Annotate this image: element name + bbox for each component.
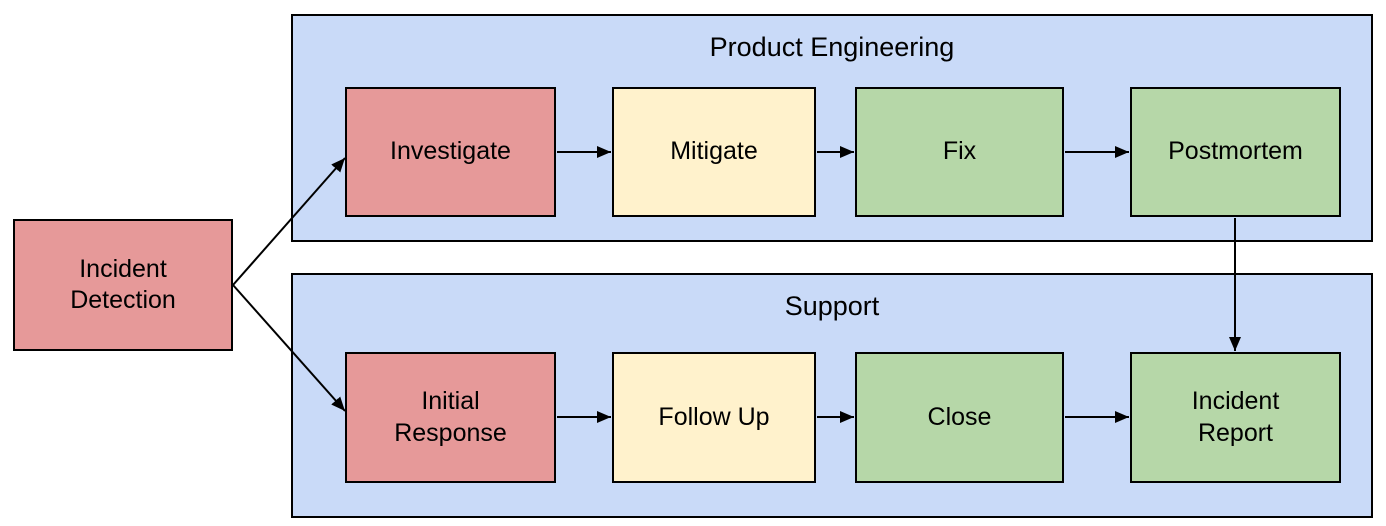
- node-label: Close: [927, 402, 992, 431]
- node-label: Postmortem: [1168, 137, 1303, 166]
- node-follow-up: Follow Up: [612, 352, 816, 483]
- node-label: Follow Up: [658, 402, 770, 431]
- node-label: Initial Response: [394, 387, 507, 447]
- node-investigate: Investigate: [345, 87, 556, 217]
- node-label: Mitigate: [670, 137, 758, 166]
- node-label: Investigate: [390, 137, 511, 166]
- node-incident-detection: Incident Detection: [13, 219, 233, 351]
- node-incident-report: Incident Report: [1130, 352, 1341, 483]
- node-initial-response: Initial Response: [345, 352, 556, 483]
- node-postmortem: Postmortem: [1130, 87, 1341, 217]
- node-label: Fix: [942, 137, 977, 166]
- lane-title-product-engineering: Product Engineering: [709, 32, 955, 62]
- node-mitigate: Mitigate: [612, 87, 816, 217]
- node-label: Incident Detection: [70, 254, 176, 315]
- node-close: Close: [855, 352, 1064, 483]
- lane-title-support: Support: [784, 291, 880, 321]
- node-fix: Fix: [855, 87, 1064, 217]
- node-label: Incident Report: [1191, 387, 1280, 447]
